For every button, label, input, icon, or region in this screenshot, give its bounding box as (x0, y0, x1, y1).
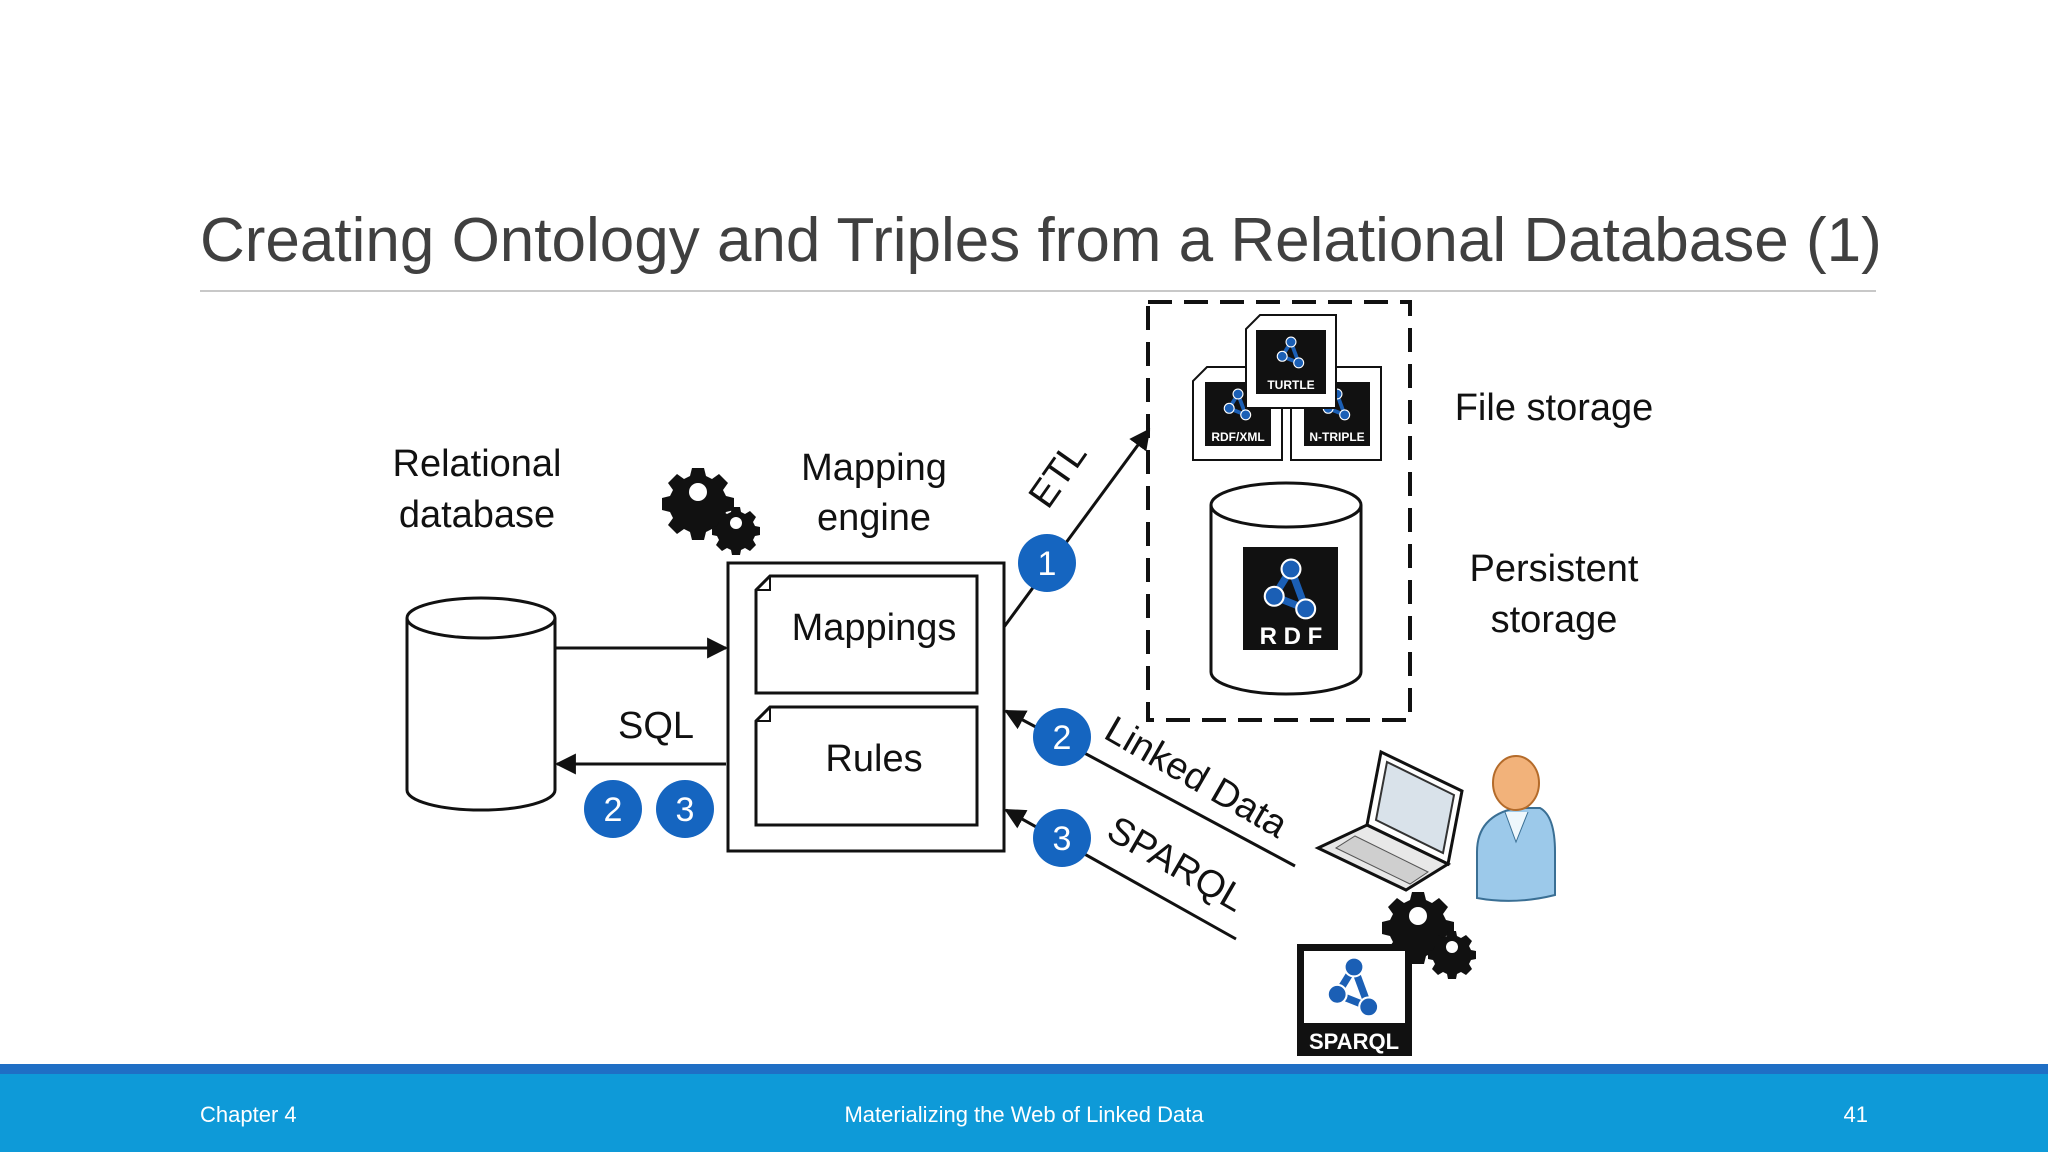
turtle-file-icon: TURTLE (1245, 314, 1337, 409)
user-icon (1476, 755, 1556, 902)
footer-chapter: Chapter 4 (200, 1102, 297, 1127)
relational-database-label-2: database (399, 494, 555, 536)
svg-text:SPARQL: SPARQL (1309, 1029, 1399, 1054)
etl-badge-1: 1 (1018, 534, 1076, 592)
rules-label: Rules (825, 738, 922, 780)
laptop-icon (1314, 749, 1464, 892)
architecture-diagram: Relational database Mapping engine Mappi… (393, 300, 1654, 1056)
mapping-engine-label-1: Mapping (801, 447, 947, 489)
svg-text:N-TRIPLE: N-TRIPLE (1309, 430, 1364, 444)
svg-text:TURTLE: TURTLE (1267, 378, 1314, 392)
file-storage-label: File storage (1455, 387, 1654, 429)
mappings-label: Mappings (792, 607, 957, 649)
svg-text:3: 3 (1053, 820, 1072, 858)
sql-badge-3: 3 (656, 780, 714, 838)
footer-accent-bar (0, 1064, 2048, 1074)
sparql-badge-3: 3 (1033, 809, 1091, 867)
storage-dashed-box (1146, 300, 1412, 722)
footer-page-number: 41 (1843, 1102, 1868, 1127)
ntriple-file-icon: N-TRIPLE (1290, 366, 1382, 461)
sql-badge-2: 2 (584, 780, 642, 838)
mappings-document (754, 574, 979, 695)
title-divider (200, 290, 1876, 292)
linked-data-badge-2: 2 (1033, 708, 1091, 766)
rdf-logo-icon: R D F (1243, 547, 1338, 650)
rules-document (754, 705, 979, 827)
svg-text:RDF/XML: RDF/XML (1211, 430, 1264, 444)
sparql-logo-icon: SPARQL (1297, 944, 1412, 1056)
svg-text:3: 3 (676, 791, 695, 829)
persistent-storage-label-1: Persistent (1470, 548, 1639, 590)
relational-database-cylinder (405, 596, 557, 812)
relational-database-label-1: Relational (393, 443, 562, 485)
svg-text:2: 2 (1053, 719, 1072, 757)
persistent-storage-label-2: storage (1491, 599, 1618, 641)
svg-text:R D F: R D F (1260, 623, 1323, 650)
etl-arrow (1002, 428, 1151, 628)
etl-label: ETL (1021, 435, 1095, 516)
slide-title: Creating Ontology and Triples from a Rel… (200, 206, 1882, 275)
slide-footer: Chapter 4 Materializing the Web of Linke… (0, 1074, 2048, 1152)
gears-icon (662, 468, 760, 555)
svg-text:2: 2 (604, 791, 623, 829)
footer-course-title: Materializing the Web of Linked Data (844, 1102, 1204, 1127)
mapping-engine-label-2: engine (817, 497, 931, 539)
svg-text:1: 1 (1038, 545, 1057, 583)
sql-label: SQL (618, 705, 694, 747)
